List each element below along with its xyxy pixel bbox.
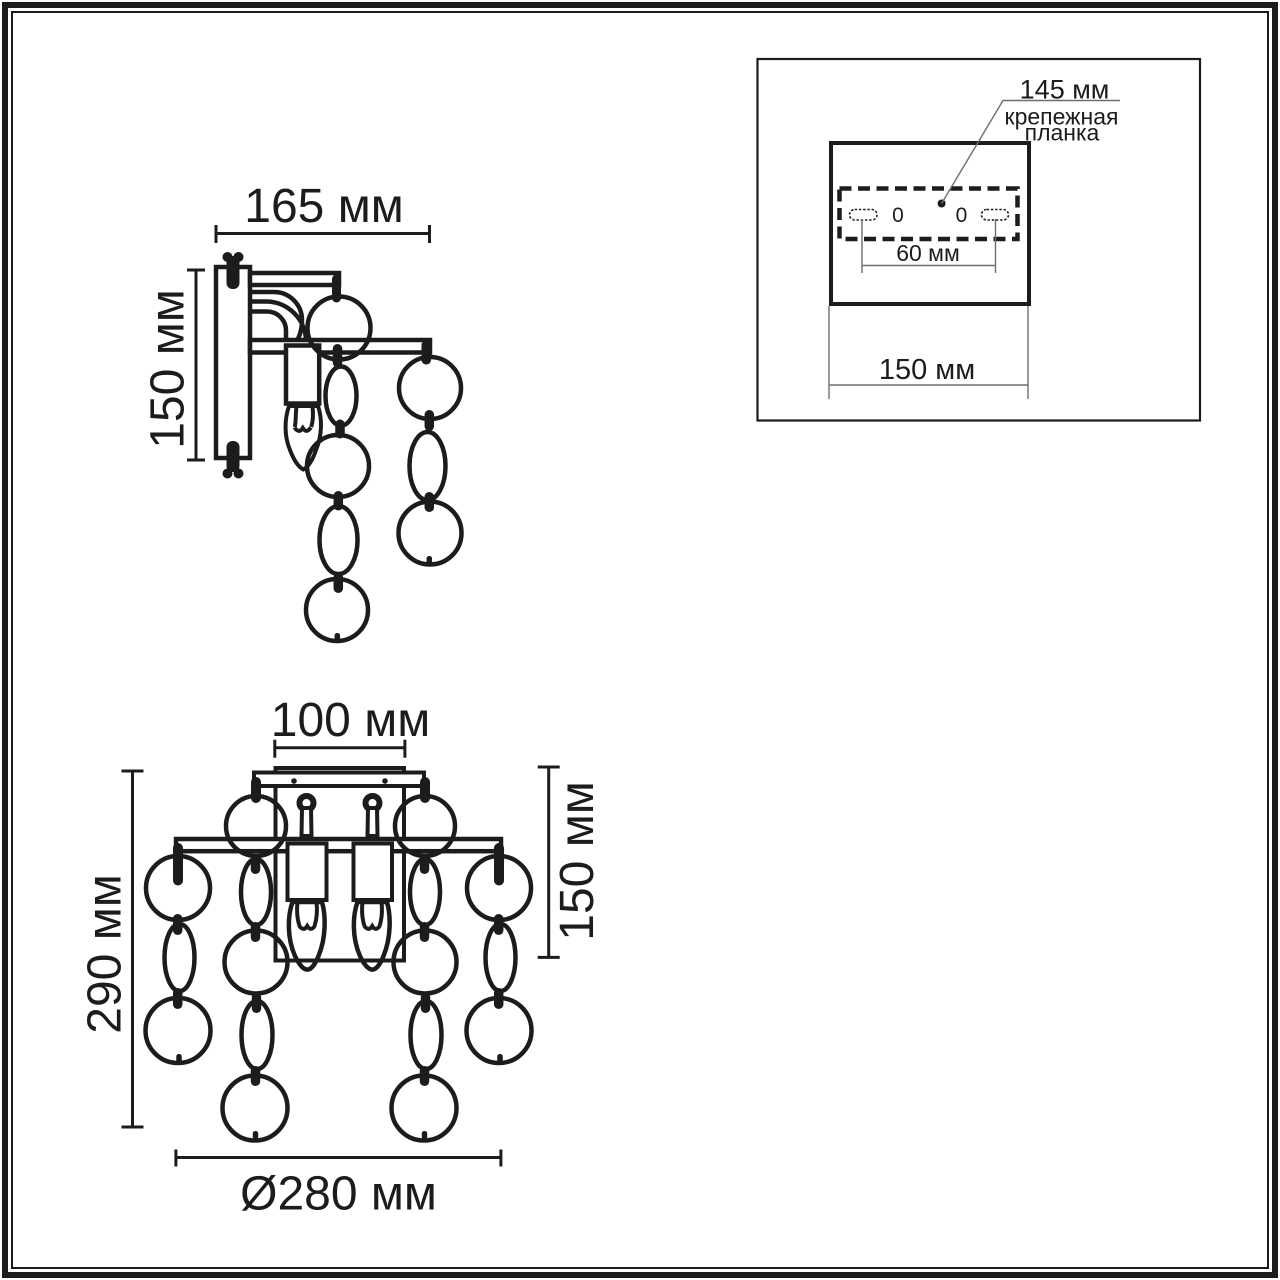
svg-text:290 мм: 290 мм: [79, 874, 132, 1033]
svg-text:150 мм: 150 мм: [551, 781, 604, 940]
svg-text:165 мм: 165 мм: [244, 180, 403, 233]
svg-text:145 мм: 145 мм: [1020, 75, 1110, 105]
svg-text:150 мм: 150 мм: [142, 289, 195, 448]
svg-text:0: 0: [956, 204, 968, 227]
svg-text:100 мм: 100 мм: [271, 694, 430, 747]
svg-text:0: 0: [892, 204, 904, 227]
svg-text:60 мм: 60 мм: [896, 240, 960, 266]
svg-text:150 мм: 150 мм: [879, 354, 975, 386]
svg-text:Ø280 мм: Ø280 мм: [240, 1168, 437, 1221]
svg-text:планка: планка: [1025, 120, 1100, 146]
svg-text:крепежная: крепежная: [1005, 104, 1119, 130]
